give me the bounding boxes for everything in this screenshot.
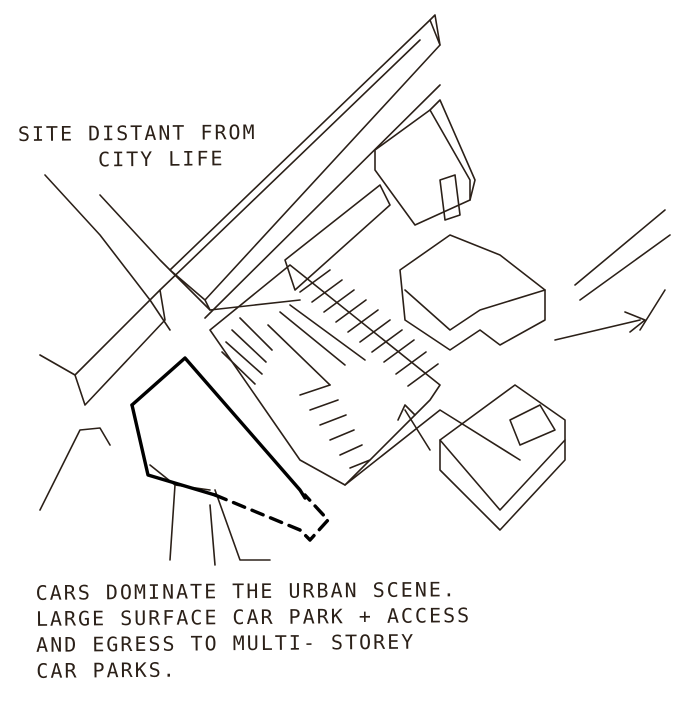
multi-storey-block-a [399, 234, 546, 351]
multi-storey-block-b [439, 384, 566, 531]
road-sw-b [169, 484, 176, 561]
carpark-bays [221, 269, 439, 469]
road-edge-lower [44, 174, 171, 331]
site-boundary-solid [130, 356, 307, 500]
site-boundary [130, 356, 330, 542]
road-ne-right [204, 84, 441, 319]
carpark-edge-south [344, 409, 521, 486]
road-west-edge [39, 354, 76, 376]
tower-block-b [429, 99, 476, 201]
road-edge-upper [99, 194, 301, 311]
site-boundary-solid-west [130, 403, 217, 497]
cars-dominate-note: CARS DOMINATE THE URBAN SCENE. LARGE SUR… [36, 576, 472, 684]
cars-note-line-3: AND EGRESS TO MULTI- STOREY [36, 629, 416, 657]
cars-note-line-4: CAR PARKS. [36, 657, 177, 683]
road-sw-c [209, 504, 216, 566]
road-east-c [639, 289, 666, 331]
road-sw-a [39, 427, 111, 511]
multi-storey-block-b-inner [509, 404, 556, 446]
arrow-east [554, 311, 646, 341]
site-note-line-2: CITY LIFE [98, 146, 225, 172]
block-carpark-north [284, 184, 391, 291]
tower-block-c [439, 174, 461, 221]
road-east-b [579, 234, 671, 301]
road-ne-left [159, 39, 421, 291]
site-distance-note: SITE DISTANT FROM CITY LIFE [18, 119, 257, 173]
arrow-access [397, 404, 431, 451]
road-east-a [574, 209, 666, 286]
building-north-top [429, 14, 441, 46]
carpark-outline [209, 264, 441, 486]
tower-block-a [374, 109, 471, 226]
site-note-line-1: SITE DISTANT FROM [17, 119, 257, 147]
multi-storey-block-a-edge [404, 289, 546, 331]
building-west [74, 289, 166, 406]
cars-note-line-1: CARS DOMINATE THE URBAN SCENE. [35, 577, 457, 605]
cars-note-line-2: LARGE SURFACE CAR PARK + ACCESS [35, 603, 472, 631]
road-sw-d [214, 489, 271, 561]
site-boundary-dashed [213, 493, 330, 542]
multi-storey-block-b-edge [439, 439, 566, 511]
